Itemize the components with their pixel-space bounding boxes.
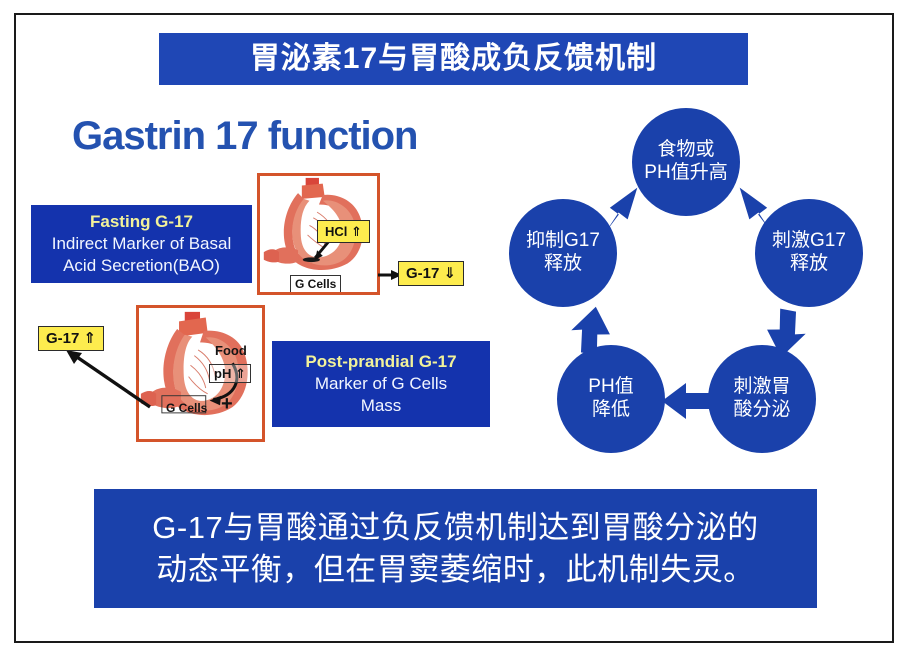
postprandial-box-line2: Mass [360, 395, 402, 415]
arrow-stimulate-g17-to-acid [767, 308, 806, 358]
cycle-node-ph-drop[interactable]: PH值 降低 [557, 345, 665, 453]
conclusion-line1: G-17与胃酸通过负反馈机制达到胃酸分泌的 [152, 509, 759, 545]
cycle-node-stimulate-acid[interactable]: 刺激胃 酸分泌 [708, 345, 816, 453]
cycle-node-food-ph-rise-line1: 食物或 [657, 139, 715, 161]
cycle-node-stimulate-g17-line2: 释放 [789, 253, 828, 274]
g17-up-output-label: G-17 ⇑ [38, 326, 105, 351]
cycle-node-stimulate-acid-line2: 酸分泌 [733, 399, 791, 420]
hcl-label: HCl ⇑ [317, 220, 370, 243]
cycle-node-stimulate-g17[interactable]: 刺激G17 释放 [755, 199, 863, 307]
arrow-ph-drop-to-inhibit [571, 306, 610, 356]
conclusion-line2: 动态平衡，但在胃窦萎缩时，此机制失灵。 [156, 551, 755, 587]
cycle-node-ph-drop-line2: 降低 [591, 399, 630, 420]
fasting-g17-info-box: Fasting G-17 Indirect Marker of Basal Ac… [31, 205, 252, 283]
stomach-anatomy-top-icon [260, 176, 377, 292]
cycle-node-inhibit-g17-line2: 释放 [543, 253, 582, 274]
arrow-inhibit-to-food [605, 187, 638, 233]
arrow-acid-to-ph-drop [662, 383, 720, 419]
cycle-node-food-ph-rise[interactable]: 食物或 PH值升高 [632, 108, 740, 216]
gastrin-function-heading: Gastrin 17 function [72, 114, 418, 158]
fasting-box-title: Fasting G-17 [90, 212, 193, 232]
cycle-node-stimulate-acid-line1: 刺激胃 [733, 376, 791, 398]
fasting-box-line2: Acid Secretion(BAO) [63, 255, 220, 275]
stomach-illustration-postprandial: Food pH ⇑ G Cells + [136, 305, 265, 442]
stomach-anatomy-bottom-icon [139, 308, 262, 439]
cycle-node-inhibit-g17[interactable]: 抑制G17 释放 [509, 199, 617, 307]
cycle-node-stimulate-g17-line1: 刺激G17 [772, 230, 846, 252]
cycle-node-inhibit-g17-line1: 抑制G17 [526, 230, 600, 252]
postprandial-box-line1: Marker of G Cells [314, 373, 448, 393]
plus-sign-label: + [221, 393, 233, 415]
conclusion-box: G-17与胃酸通过负反馈机制达到胃酸分泌的 动态平衡，但在胃窦萎缩时，此机制失灵… [94, 489, 817, 608]
g-cells-label-bottom: G Cells [166, 401, 208, 415]
postprandial-g17-info-box: Post-prandial G-17 Marker of G Cells Mas… [272, 341, 490, 427]
slide-title-bar: 胃泌素17与胃酸成负反馈机制 [159, 33, 748, 85]
ph-up-label: pH ⇑ [209, 364, 251, 383]
g-cells-label-top: G Cells [290, 275, 342, 292]
slide-title: 胃泌素17与胃酸成负反馈机制 [249, 42, 658, 75]
cycle-node-ph-drop-line1: PH值 [588, 376, 634, 398]
g17-down-output-label: G-17 ⇓ [398, 261, 465, 286]
arrow-gcells-to-g17-up [66, 350, 151, 409]
fasting-box-line1: Indirect Marker of Basal [51, 233, 232, 253]
cycle-node-food-ph-rise-line2: PH值升高 [644, 162, 728, 183]
arrow-gcells-to-g17-down [378, 270, 402, 280]
food-label: Food [215, 343, 247, 358]
stomach-illustration-fasting: HCl ⇑ G Cells [257, 173, 380, 295]
postprandial-box-title: Post-prandial G-17 [305, 352, 457, 372]
